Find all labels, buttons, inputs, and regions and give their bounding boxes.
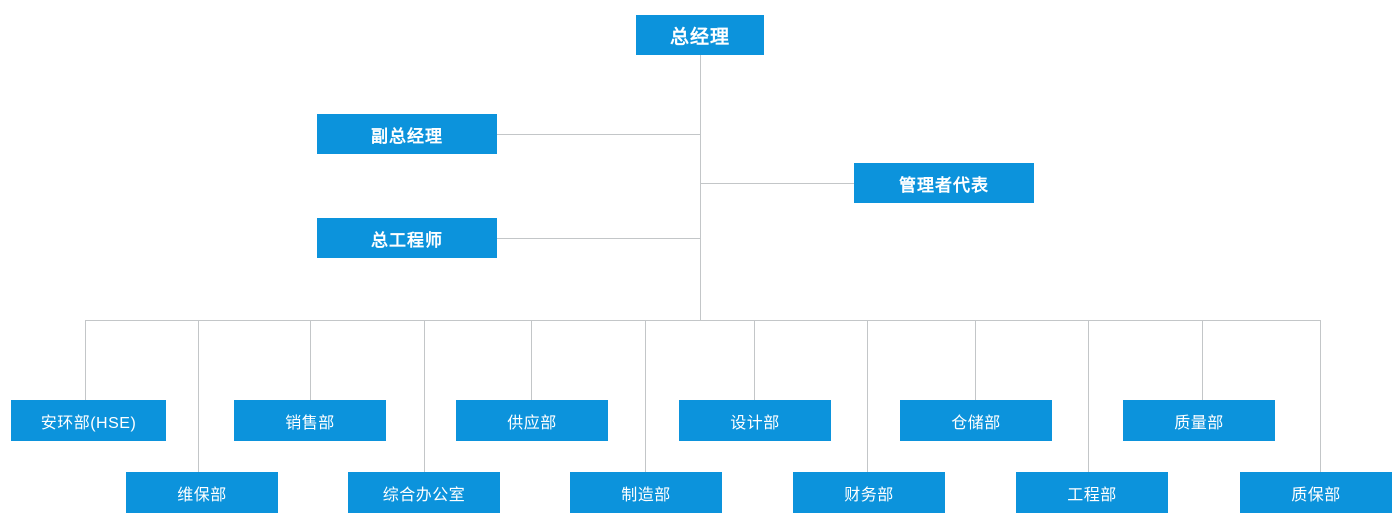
- drop-line-安环部(HSE): [85, 320, 86, 400]
- node-label: 总经理: [669, 26, 730, 48]
- node-label: 财务部: [844, 486, 894, 504]
- node-department-质量部[interactable]: 质量部: [1123, 400, 1275, 441]
- node-department-工程部[interactable]: 工程部: [1016, 472, 1168, 513]
- spine-vertical-line: [700, 55, 701, 320]
- node-department-销售部[interactable]: 销售部: [234, 400, 386, 441]
- branch-line-staff-0: [497, 134, 700, 135]
- node-label: 设计部: [730, 414, 780, 432]
- node-department-供应部[interactable]: 供应部: [456, 400, 608, 441]
- node-department-制造部[interactable]: 制造部: [570, 472, 722, 513]
- drop-line-制造部: [645, 320, 646, 472]
- drop-line-销售部: [310, 320, 311, 400]
- node-department-综合办公室[interactable]: 综合办公室: [348, 472, 500, 513]
- branch-line-staff-1: [700, 183, 854, 184]
- node-label: 质保部: [1291, 486, 1341, 504]
- node-label: 安环部(HSE): [40, 414, 137, 432]
- node-label: 质量部: [1174, 414, 1224, 432]
- node-label: 制造部: [621, 486, 671, 504]
- node-department-财务部[interactable]: 财务部: [793, 472, 945, 513]
- node-staff-0[interactable]: 副总经理: [317, 114, 497, 154]
- drop-line-综合办公室: [424, 320, 425, 472]
- node-department-安环部(HSE)[interactable]: 安环部(HSE): [11, 400, 166, 441]
- node-staff-2[interactable]: 总工程师: [317, 218, 497, 258]
- node-staff-1[interactable]: 管理者代表: [854, 163, 1034, 203]
- node-label: 供应部: [507, 414, 557, 432]
- node-label: 总工程师: [371, 230, 443, 250]
- node-label: 副总经理: [371, 126, 443, 146]
- drop-line-质量部: [1202, 320, 1203, 400]
- drop-line-供应部: [531, 320, 532, 400]
- drop-line-仓储部: [975, 320, 976, 400]
- branch-line-staff-2: [497, 238, 700, 239]
- node-department-仓储部[interactable]: 仓储部: [900, 400, 1052, 441]
- node-general-manager[interactable]: 总经理: [636, 15, 764, 55]
- drop-line-维保部: [198, 320, 199, 472]
- node-label: 销售部: [285, 414, 335, 432]
- node-department-设计部[interactable]: 设计部: [679, 400, 831, 441]
- node-label: 仓储部: [951, 414, 1001, 432]
- node-department-维保部[interactable]: 维保部: [126, 472, 278, 513]
- drop-line-财务部: [867, 320, 868, 472]
- node-department-质保部[interactable]: 质保部: [1240, 472, 1392, 513]
- department-bus-line: [85, 320, 1320, 321]
- node-label: 维保部: [177, 486, 227, 504]
- node-label: 工程部: [1067, 486, 1117, 504]
- drop-line-工程部: [1088, 320, 1089, 472]
- drop-line-质保部: [1320, 320, 1321, 472]
- node-label: 综合办公室: [382, 486, 466, 504]
- node-label: 管理者代表: [899, 175, 989, 195]
- drop-line-设计部: [754, 320, 755, 400]
